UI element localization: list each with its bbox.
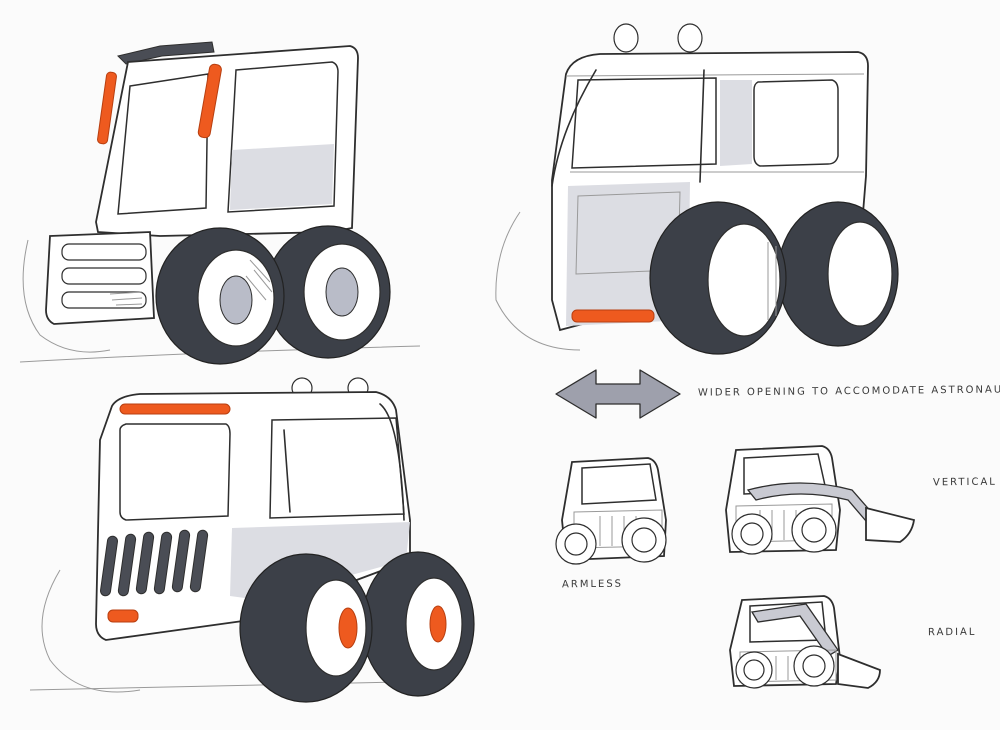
annotation-armless: ARMLESS — [561, 578, 624, 591]
annotation-vertical: VERTICAL — [932, 476, 997, 489]
variant-radial-lift-sketch — [729, 595, 881, 689]
rover-sketch-front-three-quarter — [19, 41, 421, 365]
width-double-arrow — [555, 369, 681, 419]
variant-armless-sketch — [555, 457, 667, 565]
rover-sketch-front-low — [29, 377, 475, 703]
grille-slats — [100, 529, 209, 597]
rover-sketch-side-three-quarter — [495, 23, 899, 355]
variant-vertical-lift-sketch — [725, 445, 916, 555]
annotation-radial: RADIAL — [927, 626, 977, 639]
